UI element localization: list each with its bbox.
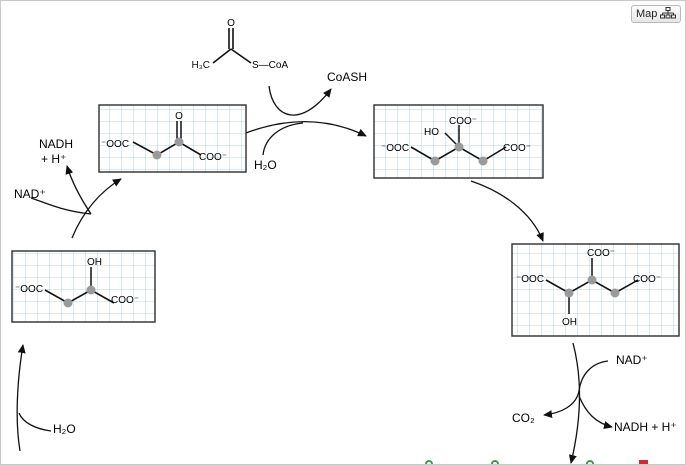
carbon-node: [564, 288, 574, 298]
reaction-arrows: [16, 85, 613, 464]
citrate-hydroxyl: HO: [424, 127, 439, 138]
malate-left-carboxylate: ⁻OOC: [15, 284, 43, 295]
co2-label: CO₂: [512, 411, 535, 425]
isocitrate-right-carboxylate: COO⁻: [633, 274, 661, 285]
isocitrate-box[interactable]: COO⁻ ⁻OOC COO⁻ OH: [511, 243, 680, 337]
circle-icon[interactable]: [586, 460, 594, 464]
carbon-node: [430, 156, 440, 166]
citrate-top-carboxylate: COO⁻: [449, 116, 477, 127]
map-button-label: Map: [636, 8, 658, 20]
oxaloacetate-left-carboxylate: ⁻OOC: [101, 139, 129, 150]
oxaloacetate-keto-oxygen: O: [175, 111, 183, 122]
close-icon[interactable]: [639, 460, 648, 464]
sitemap-icon: [660, 6, 677, 22]
citrate-left-carboxylate: ⁻OOC: [381, 143, 409, 154]
carbon-node: [152, 150, 162, 160]
h-plus-label: + H⁺: [41, 152, 66, 166]
bottom-controls-strip: [421, 460, 685, 464]
nadh-label: NADH: [39, 137, 73, 151]
malate-hydroxyl: OH: [87, 257, 102, 268]
nad-label-right: NAD⁺: [616, 353, 648, 367]
carbon-node: [454, 142, 464, 152]
isocitrate-left-carboxylate: ⁻OOC: [516, 274, 544, 285]
acetyl-oxygen: O: [227, 18, 235, 29]
oxaloacetate-box[interactable]: O ⁻OOC COO⁻: [98, 104, 247, 173]
water-label-top: H₂O: [254, 158, 277, 172]
carbon-node: [587, 275, 597, 285]
carbon-node: [174, 137, 184, 147]
carbon-node: [610, 288, 620, 298]
acetyl-s-coa-label: S—CoA: [252, 60, 288, 71]
map-button[interactable]: Map: [631, 5, 681, 23]
circle-icon[interactable]: [425, 460, 433, 464]
coash-label: CoASH: [327, 70, 367, 84]
carbon-node: [63, 298, 73, 308]
acetyl-coa-structure: O H₃C S—CoA: [191, 18, 288, 71]
oxaloacetate-right-carboxylate: COO⁻: [199, 152, 227, 163]
circle-icon[interactable]: [491, 460, 499, 464]
citrate-box[interactable]: COO⁻ HO ⁻OOC COO⁻: [373, 104, 544, 179]
isocitrate-hydroxyl: OH: [562, 317, 577, 328]
nad-label-left: NAD⁺: [14, 187, 46, 201]
citrate-right-carboxylate: COO⁻: [503, 143, 531, 154]
carbon-node: [86, 285, 96, 295]
isocitrate-top-carboxylate: COO⁻: [587, 248, 615, 259]
malate-right-carboxylate: COO⁻: [111, 295, 139, 306]
nadh-h-label-right: NADH + H⁺: [614, 420, 677, 434]
carbon-node: [478, 156, 488, 166]
malate-box[interactable]: OH ⁻OOC COO⁻: [11, 250, 156, 323]
acetyl-methyl-label: H₃C: [191, 60, 210, 71]
water-label-bottom: H₂O: [53, 422, 76, 436]
